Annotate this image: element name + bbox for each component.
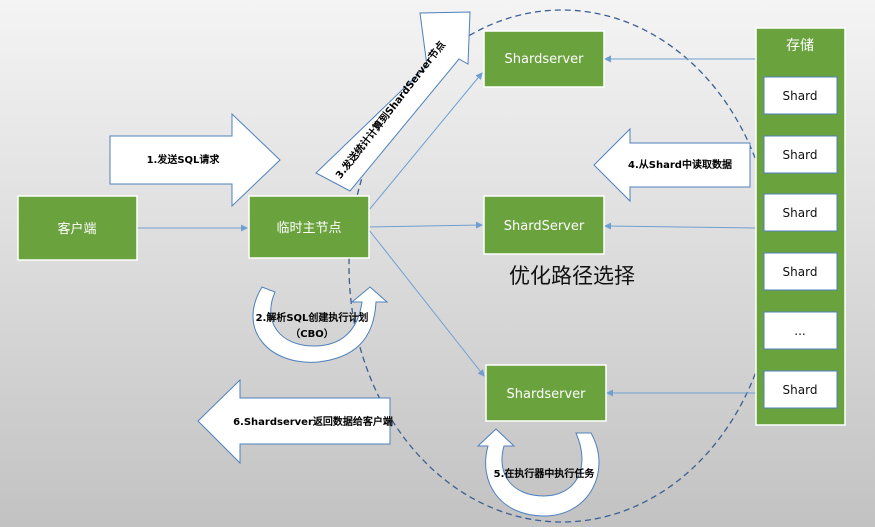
node-temp-master-label: 临时主节点	[276, 221, 341, 236]
storage-title: 存储	[786, 38, 814, 54]
node-shardserver-mid: ShardServer	[483, 195, 605, 255]
step2-label-line2: （CBO）	[290, 327, 333, 340]
optimize-path-label: 优化路径选择	[509, 264, 635, 288]
connector-master-to-mid	[368, 221, 483, 229]
step1-label: 1.发送SQL请求	[147, 153, 221, 166]
step4-label: 4.从Shard中读取数据	[628, 158, 732, 171]
storage-shard-label: Shard	[783, 383, 818, 397]
step6-label: 6.Shardserver返回数据给客户端	[233, 415, 393, 428]
node-shardserver-bottom-label: Shardserver	[507, 387, 587, 402]
connector-master-to-top	[368, 72, 483, 211]
storage-shard-item: Shard	[763, 76, 838, 115]
storage-shard-label: Shard	[783, 89, 818, 103]
storage-shard-item: Shard	[763, 193, 838, 232]
node-shardserver-bottom: Shardserver	[485, 364, 607, 422]
storage-shard-item: Shard	[763, 135, 838, 174]
storage-shard-box	[763, 252, 838, 291]
storage-shard-label: Shard	[783, 265, 818, 279]
connector-storage-to-mid	[604, 222, 757, 230]
step2-arrow: 2.解析SQL创建执行计划 （CBO）	[252, 286, 389, 363]
step5-label: 5.在执行器中执行任务	[494, 467, 596, 480]
node-shardserver-top: Shardserver	[483, 30, 605, 88]
connector-master-to-bottom	[368, 229, 485, 377]
step1-arrow: 1.发送SQL请求	[109, 112, 281, 208]
step2-label-line1: 2.解析SQL创建执行计划	[256, 311, 369, 324]
step4-arrow: 4.从Shard中读取数据	[593, 127, 751, 203]
storage-shard-label: Shard	[783, 206, 818, 220]
node-shardserver-mid-label: ShardServer	[504, 219, 585, 234]
node-client-label: 客户端	[57, 221, 96, 237]
storage-shard-label: Shard	[783, 148, 818, 162]
node-temp-master: 临时主节点	[248, 195, 370, 259]
storage-shard-box	[763, 76, 838, 115]
storage-shard-item: Shard	[763, 252, 838, 291]
storage-shard-label: ...	[794, 324, 805, 338]
storage-shard-item: ...	[763, 311, 838, 350]
storage-shard-box	[763, 135, 838, 174]
step5-arrow: 5.在执行器中执行任务	[476, 428, 600, 517]
storage-shard-box	[763, 311, 838, 350]
step3-arrow: 3.发送统计计算到ShardServer节点	[315, 11, 471, 192]
node-shardserver-top-label: Shardserver	[505, 52, 585, 67]
storage-shard-item: Shard	[763, 370, 838, 409]
step3-label: 3.发送统计计算到ShardServer节点	[332, 38, 448, 181]
step6-arrow: 6.Shardserver返回数据给客户端	[197, 378, 393, 465]
node-client: 客户端	[17, 195, 138, 261]
connector-lines	[137, 55, 757, 397]
storage-shard-box	[763, 193, 838, 232]
storage-shard-box	[763, 370, 838, 409]
